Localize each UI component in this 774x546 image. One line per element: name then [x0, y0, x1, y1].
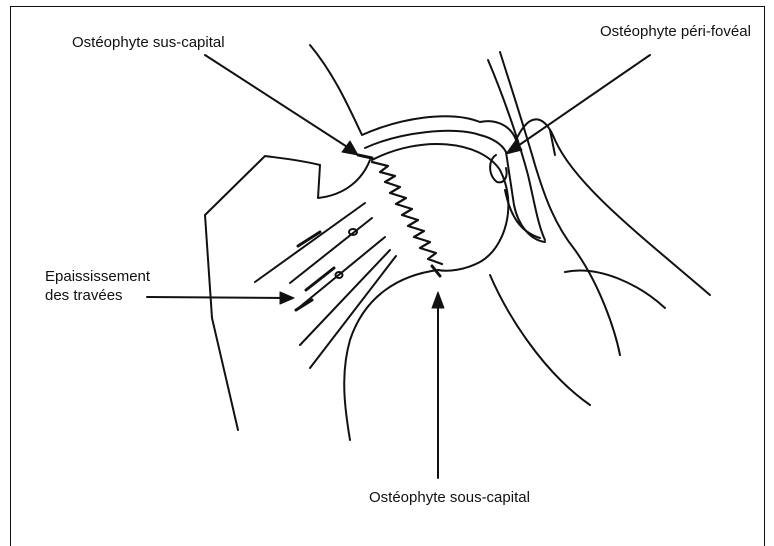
- femoral-neck-lower-outline: [344, 270, 438, 440]
- arrow-sus-capital: [205, 55, 358, 155]
- femoral-head-outline: [372, 144, 508, 271]
- arrow-peri-foveal: [506, 55, 650, 154]
- label-osteophyte-sous-capital: Ostéophyte sous-capital: [369, 488, 530, 507]
- trabecula-thick-2: [306, 268, 334, 290]
- label-epaississement-line2: des travées: [45, 286, 150, 305]
- sus-capital-osteophyte-mark: [358, 155, 372, 158]
- osteophyte-zigzag-line: [372, 162, 442, 264]
- obturator-contour-3: [565, 271, 665, 308]
- trabecula-3: [296, 237, 385, 310]
- ischium-line-2: [500, 52, 620, 355]
- label-osteophyte-peri-foveal: Ostéophyte péri-fovéal: [600, 22, 751, 41]
- obturator-contour-1: [505, 190, 540, 238]
- arrow-epaississement: [147, 292, 294, 304]
- trabecula-thick-3: [296, 300, 312, 310]
- obturator-contour-2: [490, 275, 590, 405]
- label-epaississement-line1: Epaississement: [45, 267, 150, 286]
- acetabulum-roof-outline: [310, 45, 516, 140]
- label-osteophyte-sus-capital: Ostéophyte sus-capital: [72, 33, 225, 52]
- label-epaississement-des-travees: Epaississement des travées: [45, 267, 150, 305]
- pelvic-inner-line: [516, 119, 710, 295]
- arrow-sous-capital: [432, 292, 444, 478]
- acetabulum-inner-outline: [365, 131, 506, 152]
- trabecula-1: [255, 203, 365, 282]
- trabecula-5: [310, 256, 396, 368]
